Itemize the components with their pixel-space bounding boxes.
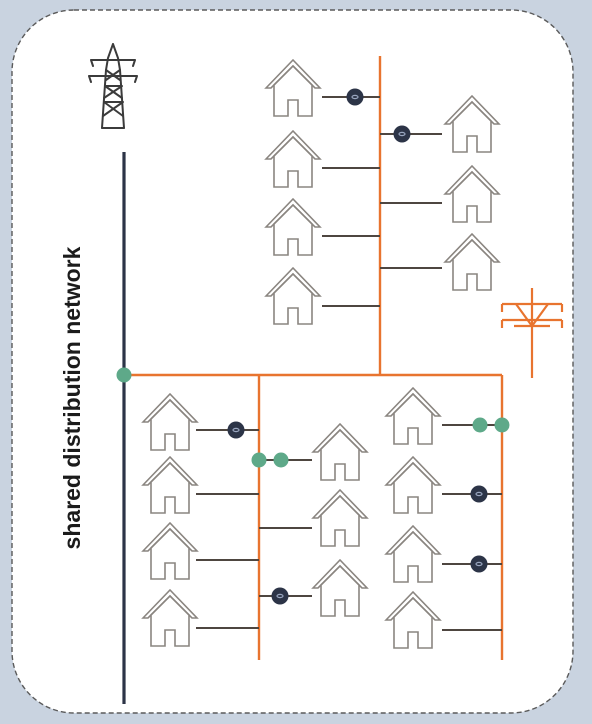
bottom-right-cluster <box>385 387 510 649</box>
diagram-label: shared distribution network <box>59 246 85 549</box>
connection-node-icon <box>273 452 289 468</box>
top-cluster <box>265 59 500 325</box>
meter-node-icon <box>270 586 290 606</box>
meter-node-icon <box>469 554 489 574</box>
distribution-pole-icon <box>500 288 564 378</box>
meter-node-icon <box>345 87 365 107</box>
meter-node-icon <box>392 124 412 144</box>
diagram-panel <box>11 9 574 714</box>
transmission-tower-icon <box>88 43 138 129</box>
connection-node-icon <box>116 367 132 383</box>
meter-node-icon <box>226 420 246 440</box>
connection-node-icon <box>472 417 488 433</box>
meter-node-icon <box>469 484 489 504</box>
connection-node-icon <box>494 417 510 433</box>
bottom-left-cluster <box>142 393 368 647</box>
connection-node-icon <box>251 452 267 468</box>
